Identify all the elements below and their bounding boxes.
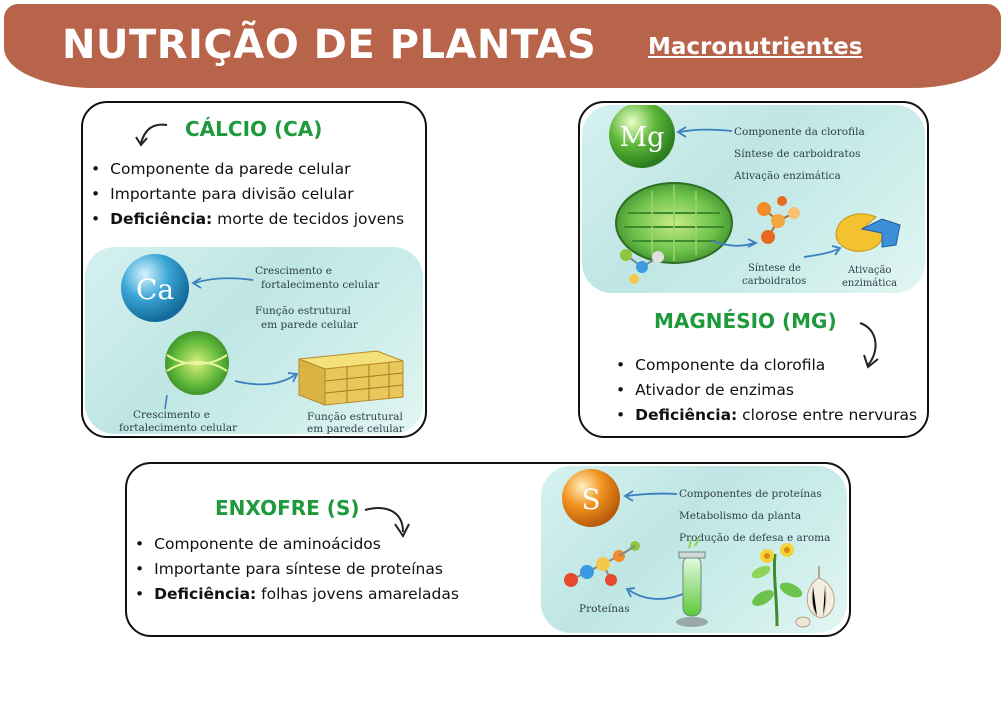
magnesium-caption-1a: Síntese de xyxy=(748,263,801,274)
magnesium-heading: MAGNÉSIO (MG) xyxy=(654,309,837,333)
sulfur-bullet-list: Componente de aminoácidos Importante par… xyxy=(135,532,459,607)
list-item: Importante para síntese de proteínas xyxy=(135,557,459,582)
test-tube-icon xyxy=(676,537,708,627)
calcium-bullet-list: Componente da parede celular Importante … xyxy=(91,157,404,232)
sulfur-note-2: Metabolismo da planta xyxy=(679,510,801,522)
molecule-icon xyxy=(564,541,640,587)
calcium-note-1b: fortalecimento celular xyxy=(261,279,380,291)
list-item: Deficiência: morte de tecidos jovens xyxy=(91,207,404,232)
calcium-note-2b: em parede celular xyxy=(261,319,359,331)
calcium-note-2a: Função estrutural xyxy=(255,305,351,317)
magnesium-bullet-list: Componente da clorofila Ativador de enzi… xyxy=(616,353,917,428)
cell-icon xyxy=(165,331,229,395)
magnesium-note-3: Ativação enzimática xyxy=(733,170,841,182)
molecule-icon xyxy=(620,249,664,284)
list-item: Componente da clorofila xyxy=(616,353,917,378)
cell-wall-icon xyxy=(298,350,404,406)
magnesium-note-1: Componente da clorofila xyxy=(734,126,865,138)
sulfur-illustration: S Componentes de proteínas Metabolismo d… xyxy=(541,466,847,633)
plant-icon xyxy=(751,543,803,627)
list-item: Deficiência: clorose entre nervuras xyxy=(616,403,917,428)
magnesium-caption-2b: enzimática xyxy=(842,278,897,289)
sulfur-symbol: S xyxy=(581,483,600,516)
calcium-illustration: Ca Crescimento e fortalecimento celular … xyxy=(85,247,423,434)
calcium-caption-2b: em parede celular xyxy=(307,423,405,434)
magnesium-card: Mg Componente da clorofila Síntese de ca… xyxy=(578,101,929,438)
header-banner xyxy=(4,4,1001,88)
calcium-note-1a: Crescimento e xyxy=(255,265,332,277)
calcium-symbol: Ca xyxy=(136,273,174,306)
calcium-sphere-icon: Ca xyxy=(121,254,189,322)
page-subtitle: Macronutrientes xyxy=(648,34,863,60)
enzyme-icon xyxy=(835,213,901,252)
calcium-caption-1b: fortalecimento celular xyxy=(119,422,238,434)
chloroplast-icon xyxy=(615,182,733,264)
calcium-card: CÁLCIO (CA) Componente da parede celular… xyxy=(81,101,427,438)
sulfur-heading: ENXOFRE (S) xyxy=(215,496,360,520)
magnesium-symbol: Mg xyxy=(620,122,665,153)
list-item: Deficiência: folhas jovens amareladas xyxy=(135,582,459,607)
garlic-icon xyxy=(795,566,835,628)
calcium-heading: CÁLCIO (CA) xyxy=(185,117,323,141)
calcium-caption-2a: Função estrutural xyxy=(307,411,403,423)
sulfur-card: ENXOFRE (S) Componente de aminoácidos Im… xyxy=(125,462,851,637)
curved-arrow-icon xyxy=(135,123,168,147)
sulfur-caption-1: Proteínas xyxy=(579,603,630,615)
list-item: Componente da parede celular xyxy=(91,157,404,182)
magnesium-illustration: Mg Componente da clorofila Síntese de ca… xyxy=(582,105,925,293)
molecule-icon xyxy=(757,196,800,244)
list-item: Importante para divisão celular xyxy=(91,182,404,207)
list-item: Componente de aminoácidos xyxy=(135,532,459,557)
magnesium-caption-2a: Ativação xyxy=(847,265,891,276)
magnesium-note-2: Síntese de carboidratos xyxy=(734,148,860,160)
list-item: Ativador de enzimas xyxy=(616,378,917,403)
sulfur-note-1: Componentes de proteínas xyxy=(679,488,822,500)
page-title: NUTRIÇÃO DE PLANTAS xyxy=(62,22,597,68)
calcium-caption-1a: Crescimento e xyxy=(133,409,210,421)
sulfur-sphere-icon: S xyxy=(562,469,620,527)
magnesium-sphere-icon: Mg xyxy=(609,105,675,168)
magnesium-caption-1b: carboidratos xyxy=(742,276,806,287)
sulfur-note-3: Produção de defesa e aroma xyxy=(679,532,830,544)
